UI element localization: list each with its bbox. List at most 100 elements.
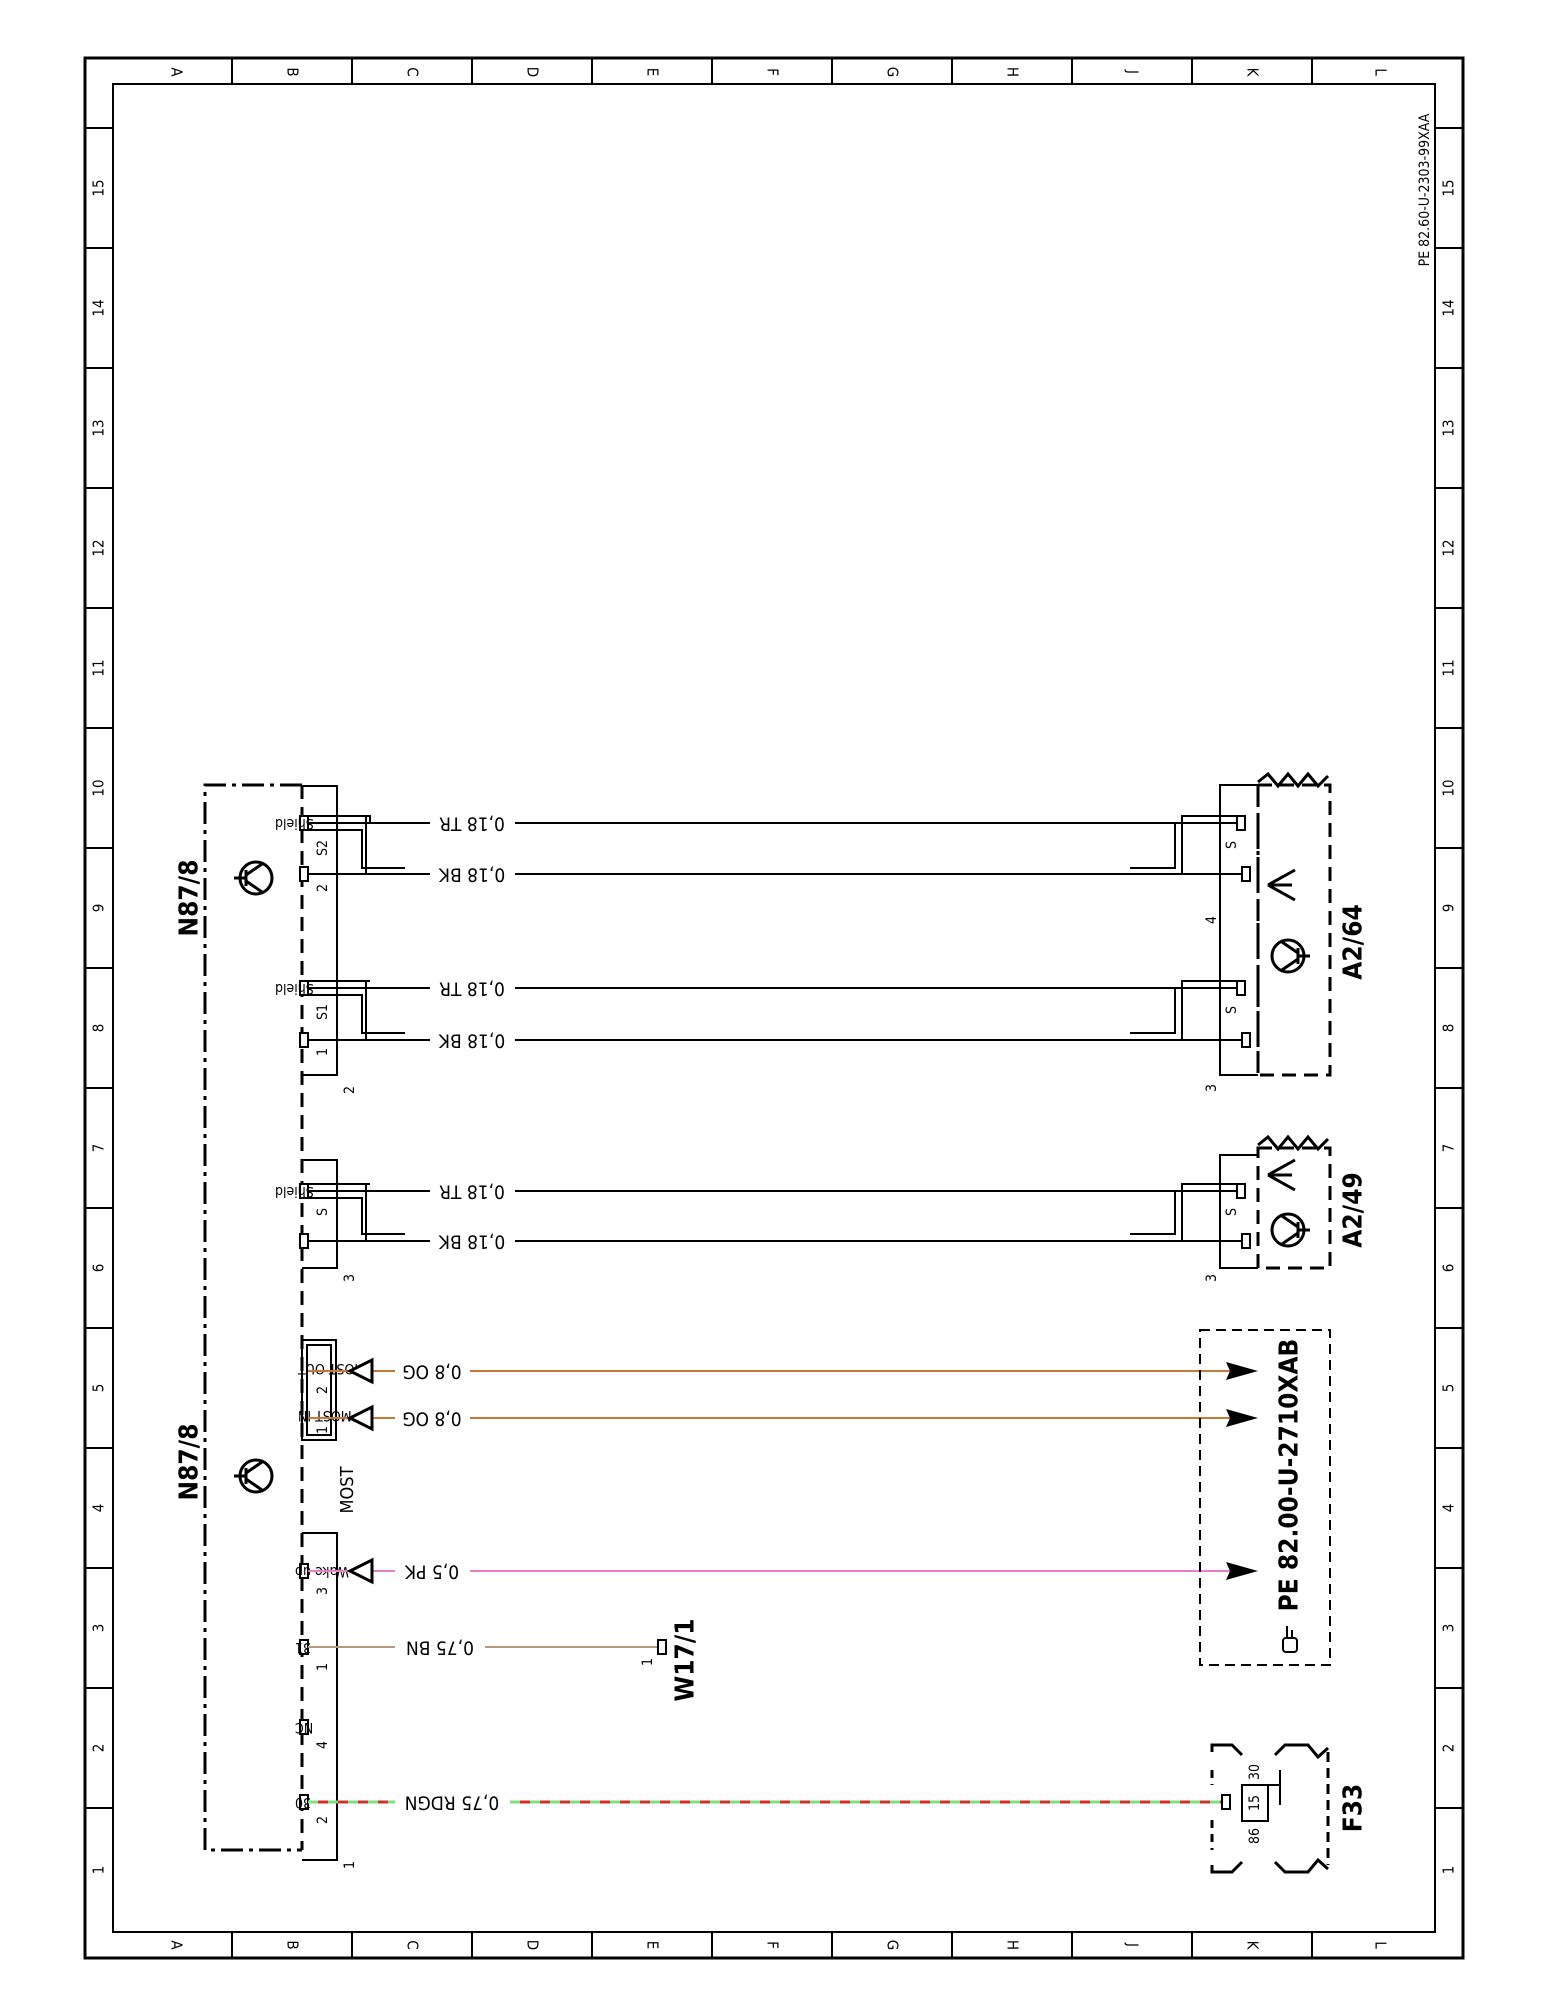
row-label: 13 [90,419,108,436]
pin-number: 2 [315,1386,331,1394]
col-label: J [1124,69,1142,74]
transistor-icon [1270,1212,1310,1248]
reference-box[interactable] [1199,1329,1331,1666]
pin-name-31: 31 [295,1639,311,1655]
component-label-a2-49: A2/49 [1339,1172,1369,1247]
connector-label: 1 [342,1861,358,1869]
arrow-icon [1226,1362,1258,1580]
wire-label: 0,18 BK [438,864,505,886]
connector-label: 3 [342,1274,358,1282]
pin-name-shield-s: Shield [275,1183,314,1199]
pin-number: 1 [315,1426,331,1434]
row-label: 3 [1440,1624,1458,1633]
col-label: G [884,67,902,77]
component-label-f33: F33 [1339,1784,1369,1833]
row-label: 1 [90,1866,108,1875]
col-label: C [404,67,422,76]
component-label-n87-8: N87/8 [175,860,205,937]
wire-label: 0,8 OG [402,1361,461,1383]
row-label: 11 [90,659,108,676]
sheet-frame [83,56,1465,1960]
pin-name-30: 30 [295,1794,311,1810]
component-label-n87-8: N87/8 [175,1424,205,1501]
row-label: 10 [1440,779,1458,796]
row-label: 14 [90,299,108,316]
pin-number: 2 [315,884,331,892]
col-label: A [168,1940,186,1950]
w17-1-ground [657,1639,667,1655]
wire-label: 0,18 TR [439,978,505,1000]
row-label: 7 [1440,1144,1458,1153]
hand-pointer-icon [1282,1626,1298,1653]
row-label: 5 [90,1384,108,1393]
row-label: 12 [1440,539,1458,556]
pin-number: 3 [315,1587,331,1595]
row-label: 6 [1440,1264,1458,1273]
antenna-icon [1267,868,1296,902]
col-label: H [1004,67,1022,77]
row-labels-right: 15 14 13 12 11 10 9 8 7 6 5 4 3 2 1 [1440,179,1458,1874]
pin-number: S1 [315,1004,331,1020]
a2-49-module [1219,1134,1332,1270]
wire-label: 0,18 BK [438,1231,505,1253]
col-label: A [168,67,186,77]
row-label: 9 [1440,904,1458,913]
col-label: L [1372,1941,1390,1949]
transistor-icon [234,1458,274,1494]
pin-name-shield-s1: Shield [275,980,314,996]
fuse-icon [1241,1770,1281,1822]
row-label: 8 [1440,1024,1458,1033]
column-grid [231,58,1313,1958]
wire-label: 0,5 PK [404,1561,459,1583]
shield-brackets-left [305,815,405,1242]
wire-label: 0,18 TR [439,1181,505,1203]
pin-number: S [315,1208,331,1216]
row-label: 14 [1440,299,1458,316]
col-label: G [884,1940,902,1950]
row-label: 9 [90,904,108,913]
document-id: PE 82.60-U-2303-99XAA [1417,113,1433,266]
col-label: F [764,68,782,76]
pin-number: 1 [640,1658,656,1666]
wire-label: 0,8 OG [402,1408,461,1430]
row-label: 10 [90,779,108,796]
a2-49-pin-terminals [1236,1183,1251,1249]
row-label: 2 [1440,1744,1458,1753]
pin-number: 2 [315,1816,331,1824]
col-label: J [1124,1942,1142,1947]
pin-number: S [1224,1006,1240,1014]
pin-number: S2 [315,840,331,856]
column-labels-bottom: A B C D E F G H J K L [168,1940,1390,1951]
most-triangle-icon [346,1357,374,1585]
shield-brackets-right [1130,815,1242,1242]
wire-label: 0,18 TR [439,813,505,835]
row-label: 15 [1440,179,1458,196]
col-label: E [644,68,662,77]
a2-64-pin-terminals [1236,815,1251,1048]
a2-64-module [1219,771,1332,1077]
reference-link[interactable]: PE 82.00-U-2710XAB [1275,1339,1305,1612]
row-label: 12 [90,539,108,556]
row-label: 5 [1440,1384,1458,1393]
f33-fuse-box [1210,1743,1330,1874]
column-labels-top: A B C D E F G H J K L [168,67,1390,78]
col-label: K [1244,1941,1262,1951]
connector-label: 2 [342,1086,358,1094]
pin-name-most-in: MOST IN [298,1407,352,1423]
pin-number: 15 [1247,1795,1263,1811]
component-label-a2-64: A2/64 [1339,904,1369,979]
component-label-w17-1: W17/1 [671,1618,701,1701]
col-label: D [524,67,542,77]
pin-number: 1 [315,1048,331,1056]
col-label: L [1372,68,1390,76]
row-label: 6 [90,1264,108,1273]
col-label: F [764,1941,782,1949]
row-label: 2 [90,1744,108,1753]
pin-number: S [1224,841,1240,849]
pin-number: 30 [1247,1764,1263,1780]
pin-number: S [1224,1208,1240,1216]
wire-label: 0,75 BN [406,1637,474,1659]
transistor-icon [234,860,274,896]
pin-number: 1 [315,1663,331,1671]
connector-housing [302,785,338,1861]
